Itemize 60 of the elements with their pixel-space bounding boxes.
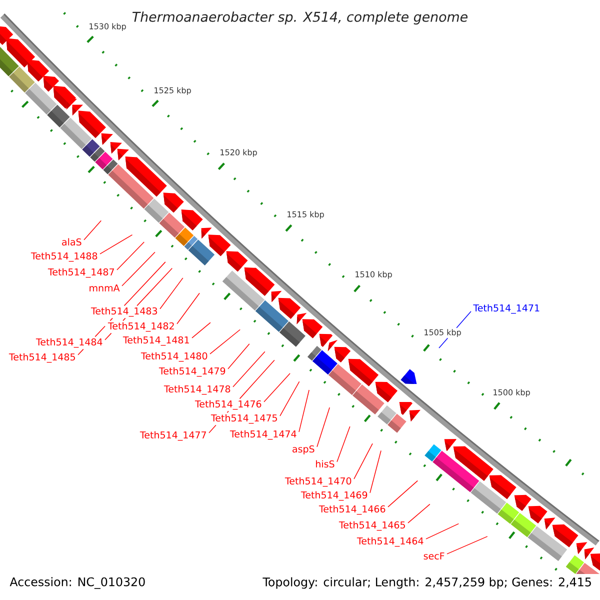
leader-line [446, 536, 488, 554]
footer-text: Topology: circular; Length: 2,457,259 bp; Genes: 2,415 [262, 577, 591, 589]
gene-label: Teth514_1465 [338, 521, 405, 531]
leader-line [228, 344, 250, 370]
leader-line [84, 220, 102, 240]
tick-label: 1515 kbp [288, 211, 324, 219]
gene-label: Teth514_1470 [284, 477, 352, 487]
gene-label: Teth514_1469 [300, 491, 368, 501]
leader-line [438, 311, 472, 348]
gene-label: Teth514_1477 [140, 431, 206, 441]
tick-label: 1500 kbp [494, 389, 530, 397]
tick-label: 1510 kbp [356, 271, 392, 279]
leader-line [298, 390, 310, 432]
leader-line [280, 381, 300, 416]
leader-line [192, 322, 211, 338]
leader-line [388, 480, 418, 508]
leader-line [78, 262, 166, 356]
gene-label: aspS [292, 445, 314, 454]
tick-label: 1525 kbp [154, 87, 191, 95]
leader-line [100, 234, 133, 254]
gene-label: secF [424, 552, 444, 560]
gene-label: Teth514_1475 [210, 414, 277, 424]
leader-line [354, 443, 373, 480]
leader-line [264, 373, 290, 402]
leader-line [336, 426, 350, 462]
leader-line [426, 523, 460, 540]
gene-label: Teth514_1488 [30, 252, 98, 262]
leader-line [370, 450, 382, 494]
gene-label: Teth514_1478 [164, 385, 230, 395]
tick-label: 1530 kbp [90, 23, 126, 31]
leader-line [210, 329, 240, 354]
gene-label: mnmA [90, 284, 120, 292]
leader-line [160, 278, 184, 310]
footer-text: Accession: NC_010320 [10, 577, 145, 589]
gene-label: Teth514_1471 [473, 304, 540, 314]
gene-label: Teth514_1483 [90, 307, 158, 317]
gene-label: Teth514_1480 [140, 352, 208, 362]
leader-line [408, 504, 430, 524]
gene-label: Teth514_1485 [8, 353, 75, 363]
leader-line [176, 292, 200, 324]
leader-line [316, 407, 330, 448]
tick-label: 1520 kbp [220, 149, 257, 157]
title: Thermoanaerobacter sp. X514, complete genome [132, 12, 468, 24]
leader-line [116, 242, 144, 270]
leader-line [232, 351, 266, 388]
gene-label: hisS [316, 460, 334, 468]
tick-label: 1505 kbp [424, 329, 461, 337]
gene-label: Teth514_1474 [230, 430, 296, 440]
gene-label: Teth514_1464 [356, 537, 424, 547]
gene-label: Teth514_1482 [108, 322, 174, 332]
gene-label: Teth514_1484 [36, 338, 102, 348]
leader-line [104, 268, 173, 340]
leader-line [208, 360, 275, 434]
gene-label: Teth514_1466 [318, 505, 386, 515]
gene-label: Teth514_1487 [48, 268, 114, 278]
gene-label: Teth514_1479 [158, 367, 226, 377]
leader-line [122, 252, 156, 286]
gene-label: Teth514_1481 [122, 336, 189, 346]
gene-label: Teth514_1476 [194, 400, 262, 410]
gene-label: alaS [62, 238, 82, 246]
